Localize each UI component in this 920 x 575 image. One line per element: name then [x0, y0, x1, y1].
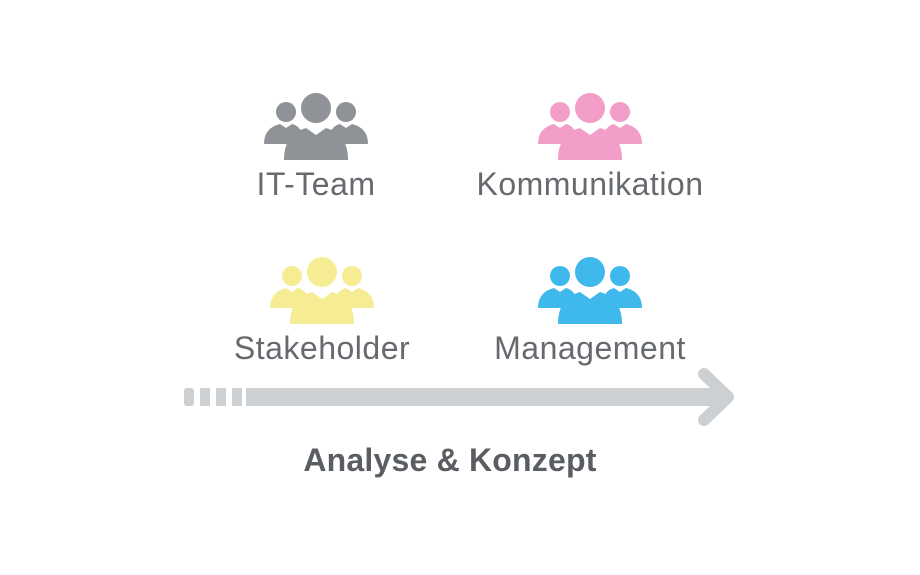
- group-kommunikation: Kommunikation: [440, 90, 740, 204]
- arrow-dash: [184, 388, 194, 406]
- group-label: Management: [494, 330, 686, 366]
- people-group-icon: [266, 254, 378, 326]
- people-group-icon: [534, 90, 646, 162]
- group-label: Kommunikation: [476, 166, 704, 202]
- arrow-dash: [216, 388, 226, 406]
- people-group-icon: [260, 90, 372, 162]
- arrow-head: [698, 368, 734, 426]
- phase-caption: Analyse & Konzept: [303, 442, 597, 478]
- arrow-right-icon: [184, 368, 734, 426]
- arrow-dash: [200, 388, 210, 406]
- group-management: Management: [440, 254, 740, 368]
- group-it-team: IT-Team: [166, 90, 466, 204]
- group-label: Stakeholder: [233, 330, 411, 366]
- people-group-icon: [534, 254, 646, 326]
- arrow-dash: [232, 388, 242, 406]
- arrow-shaft: [246, 388, 724, 406]
- group-stakeholder: Stakeholder: [172, 254, 472, 368]
- group-label: IT-Team: [256, 166, 376, 202]
